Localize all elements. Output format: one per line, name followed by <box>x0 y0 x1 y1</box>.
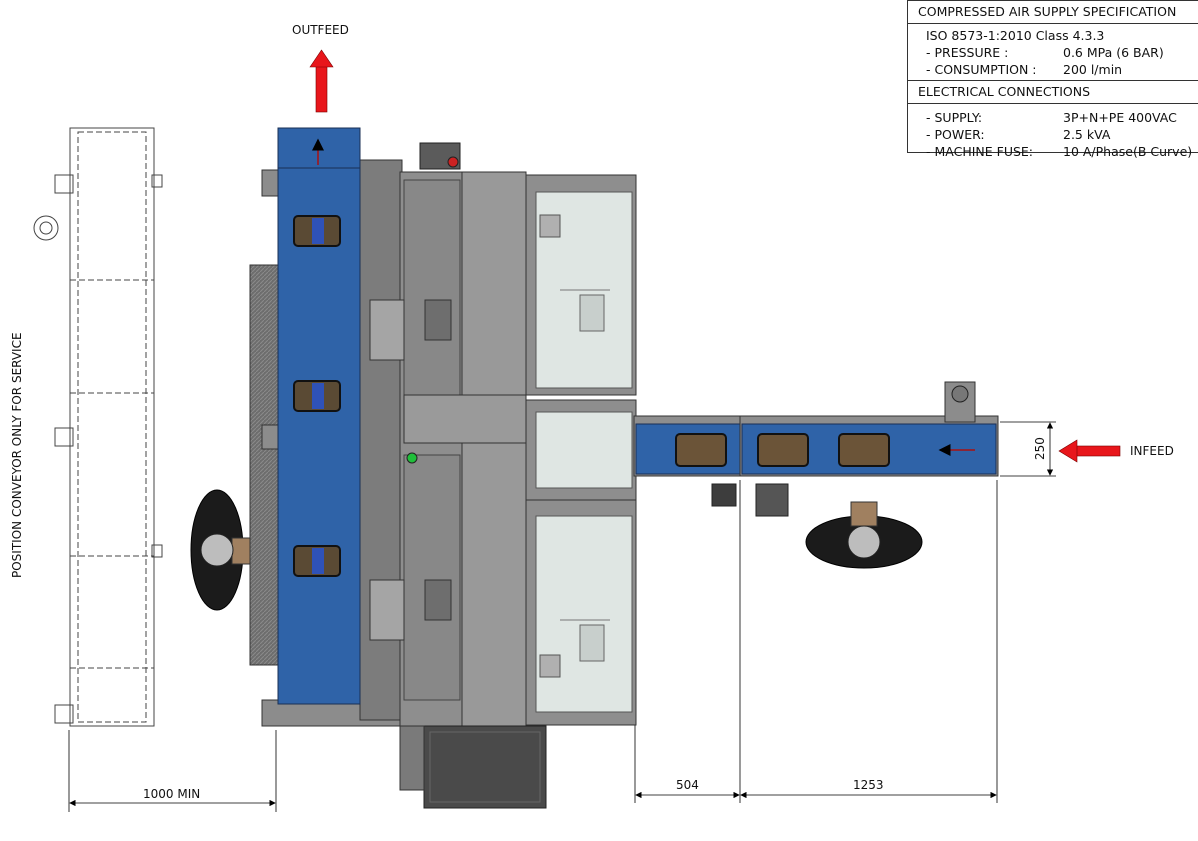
infeed-width-dimension: 250 <box>1033 437 1047 460</box>
infeed-label: INFEED <box>1130 444 1174 458</box>
electrical-row-supply: - SUPPLY: 3P+N+PE 400VAC <box>908 109 1198 126</box>
operator-stand-right <box>805 501 923 569</box>
supply-specification-table: COMPRESSED AIR SUPPLY SPECIFICATION ISO … <box>907 0 1198 159</box>
air-row-consumption: - CONSUMPTION : 200 l/min <box>908 61 1198 78</box>
air-row-label: ISO 8573-1:2010 Class 4.3.3 <box>926 28 1105 43</box>
air-row-label: - CONSUMPTION : <box>926 62 1037 77</box>
electrical-row-value: 10 A/Phase(B Curve) <box>1063 144 1193 159</box>
electrical-row-fuse: - MACHINE FUSE: 10 A/Phase(B Curve) <box>908 143 1198 160</box>
guard-module-middle <box>525 399 637 501</box>
electrical-title: ELECTRICAL CONNECTIONS <box>908 80 1198 104</box>
electrical-row-label: - POWER: <box>926 127 985 142</box>
outfeed-label: OUTFEED <box>292 23 349 37</box>
service-side-note: POSITION CONVEYOR ONLY FOR SERVICE <box>10 332 24 578</box>
service-clearance-dimension: 1000 MIN <box>143 787 200 801</box>
infeed-gap-dimension: 504 <box>676 778 699 792</box>
service-conveyor-outline <box>33 127 163 727</box>
air-supply-title: COMPRESSED AIR SUPPLY SPECIFICATION <box>908 1 1198 24</box>
outfeed-arrow <box>309 49 334 113</box>
electrical-row-value: 2.5 kVA <box>1063 127 1111 142</box>
electrical-row-label: - MACHINE FUSE: <box>926 144 1034 159</box>
air-row-label: - PRESSURE : <box>926 45 1009 60</box>
electrical-row-label: - SUPPLY: <box>926 110 983 125</box>
infeed-arrow <box>1058 439 1121 463</box>
main-machine-frame <box>249 142 547 809</box>
air-row-value: 200 l/min <box>1063 62 1123 77</box>
infeed-conveyor <box>633 381 999 517</box>
outfeed-conveyor <box>277 127 361 705</box>
electrical-rows: - SUPPLY: 3P+N+PE 400VAC - POWER: 2.5 kV… <box>908 104 1198 160</box>
air-row-standard: ISO 8573-1:2010 Class 4.3.3 <box>908 27 1198 44</box>
air-supply-rows: ISO 8573-1:2010 Class 4.3.3 - PRESSURE :… <box>908 24 1198 80</box>
electrical-row-power: - POWER: 2.5 kVA <box>908 126 1198 143</box>
operator-stand-left <box>190 489 257 611</box>
infeed-length-dimension: 1253 <box>853 778 884 792</box>
electrical-row-value: 3P+N+PE 400VAC <box>1063 110 1177 125</box>
guard-module-top <box>525 174 637 396</box>
guard-module-bottom <box>525 499 637 726</box>
air-row-value: 0.6 MPa (6 BAR) <box>1063 45 1164 60</box>
air-row-pressure: - PRESSURE : 0.6 MPa (6 BAR) <box>908 44 1198 61</box>
